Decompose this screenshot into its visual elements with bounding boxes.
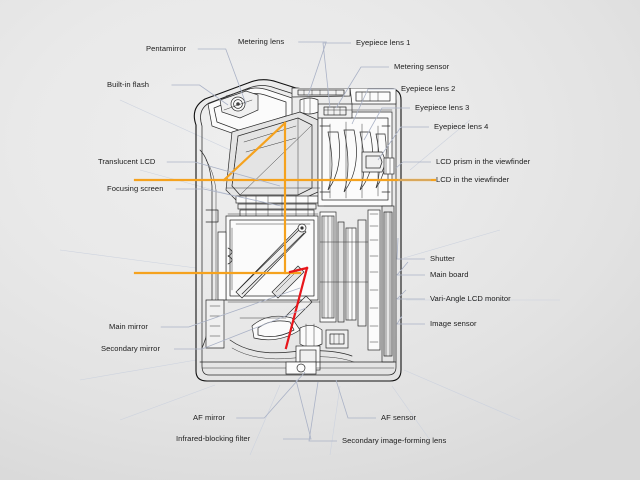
leader-line-shutter — [396, 237, 425, 260]
leader-line-eyepiece-lens-4 — [377, 126, 429, 161]
leader-line-metering-sensor — [335, 66, 389, 109]
af-light-path — [284, 266, 309, 350]
callout-label-eyepiece-lens-4: Eyepiece lens 4 — [434, 122, 489, 131]
callout-label-image-sensor: Image sensor — [430, 319, 477, 328]
callout-label-translucent-lcd: Translucent LCD — [98, 157, 156, 166]
main-mirror-element — [235, 225, 307, 299]
leader-line-translucent-lcd — [166, 161, 281, 187]
callout-label-eyepiece-lens-2: Eyepiece lens 2 — [401, 84, 456, 93]
callout-label-eyepiece-lens-1: Eyepiece lens 1 — [356, 38, 411, 47]
callout-label-lcd-prism-viewfinder: LCD prism in the viewfinder — [436, 157, 531, 166]
leader-line-vari-angle-lcd-monitor — [396, 289, 425, 300]
callout-label-secondary-mirror: Secondary mirror — [101, 344, 161, 353]
mirror-box — [225, 215, 319, 301]
callout-label-infrared-blocking-filter: Infrared-blocking filter — [176, 434, 251, 443]
background-construction-lines — [59, 99, 560, 456]
leader-line-built-in-flash — [171, 84, 229, 106]
callout-label-secondary-image-forming-lens: Secondary image-forming lens — [342, 436, 447, 445]
callout-label-pentamirror: Pentamirror — [146, 44, 187, 53]
callout-label-metering-lens: Metering lens — [238, 37, 285, 46]
leader-line-metering-lens — [298, 41, 327, 97]
callout-label-built-in-flash: Built-in flash — [107, 80, 150, 89]
leader-line-af-sensor — [335, 379, 376, 419]
leader-line-focusing-screen — [175, 188, 282, 207]
leader-line-pentamirror — [197, 48, 247, 105]
leader-line-image-sensor — [396, 315, 425, 325]
primary-light-path — [133, 121, 437, 275]
shutter-and-sensor-stack — [319, 205, 395, 363]
leader-line-eyepiece-lens-1 — [322, 42, 351, 109]
leader-line-eyepiece-lens-2 — [351, 88, 396, 125]
callout-leader-lines — [160, 41, 431, 442]
leader-line-af-mirror — [236, 371, 306, 419]
callout-label-metering-sensor: Metering sensor — [394, 62, 450, 71]
leader-line-eyepiece-lens-3 — [363, 107, 410, 141]
callout-label-af-sensor: AF sensor — [381, 413, 417, 422]
callout-label-shutter: Shutter — [430, 254, 455, 263]
callout-label-focusing-screen: Focusing screen — [107, 184, 164, 193]
leader-line-secondary-mirror — [174, 307, 307, 350]
bottom-plate — [199, 361, 397, 375]
grip-interior — [199, 149, 227, 349]
callout-label-main-mirror: Main mirror — [109, 322, 148, 331]
callout-label-eyepiece-lens-3: Eyepiece lens 3 — [415, 103, 470, 112]
leader-line-infrared-blocking-filter — [283, 379, 312, 440]
callout-label-main-board: Main board — [430, 270, 469, 279]
callout-label-af-mirror: AF mirror — [193, 413, 226, 422]
leader-line-main-mirror — [160, 287, 301, 328]
eyepiece-optics — [299, 97, 393, 207]
leader-line-secondary-image-forming-lens — [308, 381, 337, 442]
callout-label-lcd-in-viewfinder: LCD in the viewfinder — [436, 175, 510, 184]
leader-line-main-board — [396, 261, 425, 276]
built-in-flash-assembly — [219, 88, 259, 119]
leader-line-lcd-prism-viewfinder — [395, 161, 431, 169]
callout-label-vari-angle-lcd-monitor: Vari-Angle LCD monitor — [430, 294, 511, 303]
fine-detail-hatching — [225, 109, 393, 319]
